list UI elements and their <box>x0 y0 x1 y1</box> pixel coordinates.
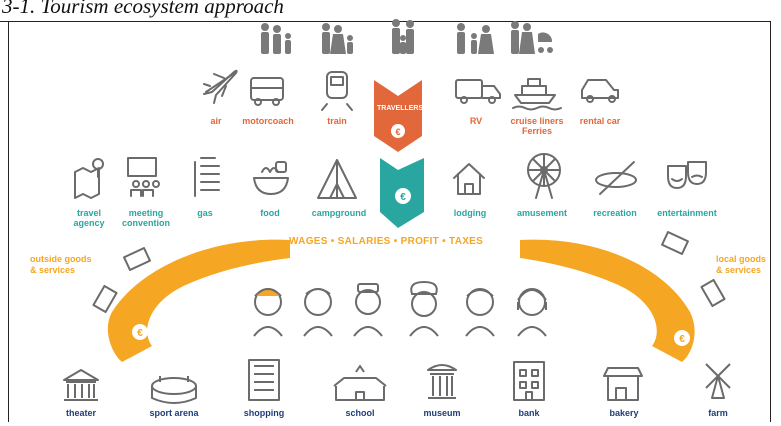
mall-icon <box>248 359 280 401</box>
service-label-food: food <box>260 208 280 218</box>
canoe-icon <box>595 161 637 195</box>
transport-label-air: air <box>210 116 222 126</box>
community-label-bakery: bakery <box>609 408 639 418</box>
car-icon <box>581 79 619 103</box>
family-icon <box>261 19 553 54</box>
community-label-bank: bank <box>518 408 540 418</box>
transport-label-train: train <box>327 116 347 126</box>
community-label-theater: theater <box>65 408 97 418</box>
service-label-travel-agency: travel agency <box>73 208 104 228</box>
bus-icon <box>250 77 284 106</box>
svg-text:€: € <box>400 192 406 203</box>
tent-icon <box>317 159 357 199</box>
figure-caption: 3-1. Tourism ecosystem approach <box>2 0 284 18</box>
theater-building-icon <box>63 369 99 401</box>
presentation-icon <box>127 157 160 197</box>
transport-label-cruise-line2: Ferries <box>521 126 553 136</box>
transport-label-motorcoach: motorcoach <box>242 116 294 126</box>
svg-text:€: € <box>679 334 685 345</box>
theater-masks-icon <box>667 161 707 189</box>
outside-goods-line1: outside goods <box>30 254 92 264</box>
community-label-sport-arena: sport arena <box>149 408 199 418</box>
service-label-meeting-line2: convention <box>121 218 171 228</box>
transport-label-rental-car: rental car <box>579 116 621 126</box>
rv-icon <box>455 79 501 104</box>
stadium-icon <box>151 376 197 404</box>
svg-text:€: € <box>395 127 400 137</box>
local-goods-label: local goods & services <box>716 254 766 276</box>
worker-faces-icon <box>253 280 547 337</box>
local-goods-line2: & services <box>716 265 762 275</box>
service-label-meeting-line1: meeting <box>128 208 164 218</box>
school-icon <box>333 365 387 401</box>
food-bowl-icon <box>253 161 289 195</box>
bakery-icon <box>603 367 643 401</box>
service-label-travel-agency-line2: agency <box>73 218 105 228</box>
local-goods-line1: local goods <box>716 254 767 264</box>
spending-chevron: € <box>380 158 424 228</box>
transport-label-cruise-line1: cruise liners <box>510 116 564 126</box>
service-label-meeting: meeting convention <box>122 208 170 228</box>
transport-label-cruise: cruise liners Ferries <box>510 116 563 136</box>
figure-frame <box>8 21 771 422</box>
money-flow-arcs: € € <box>107 239 695 362</box>
train-icon <box>321 71 353 111</box>
outside-goods-line2: & services <box>30 265 76 275</box>
community-label-farm: farm <box>708 408 728 418</box>
transport-label-rv: RV <box>469 116 483 126</box>
outside-goods-label: outside goods & services <box>30 254 92 276</box>
bank-icon <box>513 361 545 401</box>
house-icon <box>453 163 485 195</box>
airplane-icon <box>203 69 238 104</box>
service-label-entertainment: entertainment <box>657 208 717 218</box>
truck-icon <box>92 231 726 314</box>
service-label-campground: campground <box>311 208 367 218</box>
windmill-icon <box>705 363 731 399</box>
service-label-travel-agency-line1: travel <box>76 208 102 218</box>
museum-icon <box>427 364 457 399</box>
travellers-chevron: € <box>374 80 422 152</box>
ferris-wheel-icon <box>527 153 561 199</box>
service-label-recreation: recreation <box>593 208 637 218</box>
community-label-shopping: shopping <box>243 408 285 418</box>
service-label-gas: gas <box>197 208 213 218</box>
community-label-school: school <box>345 408 375 418</box>
frame-corner <box>0 21 9 22</box>
travellers-label: TRAVELLERS <box>377 105 424 112</box>
service-label-lodging: lodging <box>453 208 487 218</box>
service-label-amusement: amusement <box>516 208 568 218</box>
community-label-museum: museum <box>423 408 461 418</box>
svg-text:€: € <box>137 328 143 339</box>
gas-pump-icon <box>194 157 220 197</box>
money-band-label: WAGES • SALARIES • PROFIT • TAXES <box>289 236 484 247</box>
map-pin-icon <box>74 158 104 199</box>
ship-icon <box>512 78 562 111</box>
